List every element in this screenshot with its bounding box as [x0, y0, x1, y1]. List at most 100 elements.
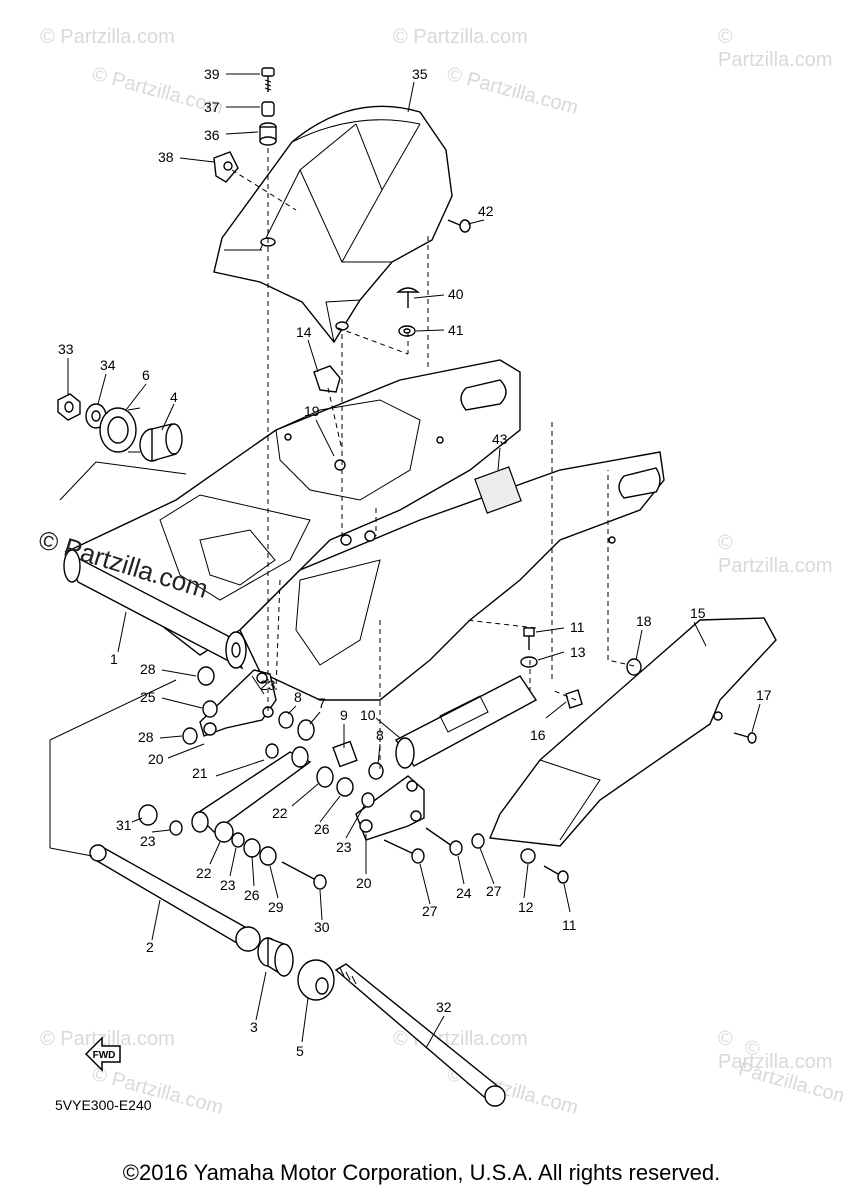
callout: 18 [636, 613, 652, 629]
callout: 19 [304, 403, 320, 419]
nut-27-upper [471, 833, 485, 849]
collar-28-lower [182, 727, 198, 745]
seat-cowl-part [213, 105, 453, 344]
callout: 38 [158, 149, 174, 165]
callout: 28 [138, 729, 154, 745]
bearing-4 [139, 423, 183, 462]
relay-arm-lower-20 [355, 775, 425, 841]
nut-31 [138, 804, 158, 826]
watermark: © Partzilla.com [718, 1028, 833, 1073]
callout: 6 [142, 367, 150, 383]
callout: 10 [360, 707, 376, 723]
watermark: © Partzilla.com [40, 1028, 175, 1050]
bolt-11-lower [543, 865, 569, 884]
washer-13 [520, 656, 538, 668]
damper-18 [626, 658, 642, 676]
callout: 27 [422, 903, 438, 919]
collar-9 [332, 740, 358, 768]
pivot-shaft-32 [334, 963, 506, 1107]
oil-seal-5 [297, 959, 335, 1001]
clip-14 [313, 365, 341, 393]
callout: 15 [690, 605, 706, 621]
callout: 27 [486, 883, 502, 899]
collar-37 [261, 101, 275, 117]
callout: 37 [204, 99, 220, 115]
diagram-code: 5VYE300-E240 [55, 1097, 152, 1113]
clip-38 [213, 151, 239, 183]
bearing-3 [257, 936, 294, 978]
callout: 12 [518, 899, 534, 915]
collar-25 [202, 700, 218, 718]
callout: 34 [100, 357, 116, 373]
callout: 21 [192, 765, 208, 781]
callout: 25 [140, 689, 156, 705]
callout: 11 [562, 917, 577, 933]
relay-arm-upper-20 [199, 669, 277, 737]
bushing-22-upper [316, 766, 334, 788]
chain-case-15 [488, 617, 777, 847]
oil-seal-8-right [368, 762, 384, 780]
bolt-42 [447, 219, 471, 233]
callout: 33 [58, 341, 74, 357]
callout: 3 [250, 1019, 258, 1035]
callout: 23 [260, 677, 276, 693]
collar-26-upper [336, 777, 354, 797]
callout: 41 [448, 322, 464, 338]
washer-23-b [361, 792, 375, 808]
callout: 9 [340, 707, 348, 723]
callout: 22 [272, 805, 288, 821]
callout: 26 [314, 821, 330, 837]
watermark: © Partzilla.com [393, 26, 528, 48]
pivot-collar-2 [89, 844, 261, 952]
callout: 16 [530, 727, 546, 743]
callout: 8 [376, 727, 384, 743]
callout: 36 [204, 127, 220, 143]
callout: 14 [296, 324, 312, 340]
callout: 1 [110, 651, 118, 667]
bolt-17 [733, 732, 757, 744]
oil-seal-8-left [278, 711, 294, 729]
watermark: © Partzilla.com [40, 26, 175, 48]
callout: 30 [314, 919, 330, 935]
callout: 20 [148, 751, 164, 767]
callout: 11 [570, 619, 585, 635]
axis-lines [49, 461, 187, 857]
callout: 31 [116, 817, 132, 833]
collar-26-lower [243, 838, 261, 858]
callout: 24 [456, 885, 472, 901]
fwd-arrow-icon: FWD [84, 1036, 121, 1072]
connecting-rod-21 [191, 746, 312, 833]
callout: 39 [204, 66, 220, 82]
nut-12 [520, 848, 536, 864]
callout: 35 [412, 66, 428, 82]
washer-41 [398, 325, 416, 337]
bolt-30 [281, 861, 327, 890]
collar-28-upper [197, 666, 215, 686]
callout: 20 [356, 875, 372, 891]
washer-23-d [231, 832, 245, 848]
callout: 43 [492, 431, 508, 447]
grommet-36 [259, 122, 277, 146]
callout: 29 [268, 899, 284, 915]
leader-lines [67, 73, 761, 1049]
bolt-24 [425, 827, 463, 856]
callout: 5 [296, 1043, 304, 1059]
callout: 17 [756, 687, 772, 703]
callout: 8 [294, 689, 302, 705]
bushing-22-lower [214, 821, 234, 843]
callout: 26 [244, 887, 260, 903]
oil-seal-6 [99, 407, 141, 453]
washer-23-a [265, 743, 279, 759]
callout: 40 [448, 286, 464, 302]
callouts: 39 37 36 38 35 42 40 41 14 19 43 33 34 6… [58, 66, 772, 1059]
bolt-27-lower [383, 839, 425, 864]
callout: 23 [220, 877, 236, 893]
collar-29 [259, 846, 277, 866]
assembly-lines [231, 148, 635, 770]
nut-33 [57, 393, 81, 421]
watermark: © Partzilla.com [718, 26, 833, 71]
callout: 22 [196, 865, 212, 881]
watermark: © Partzilla.com [718, 532, 833, 577]
callout: 42 [478, 203, 494, 219]
